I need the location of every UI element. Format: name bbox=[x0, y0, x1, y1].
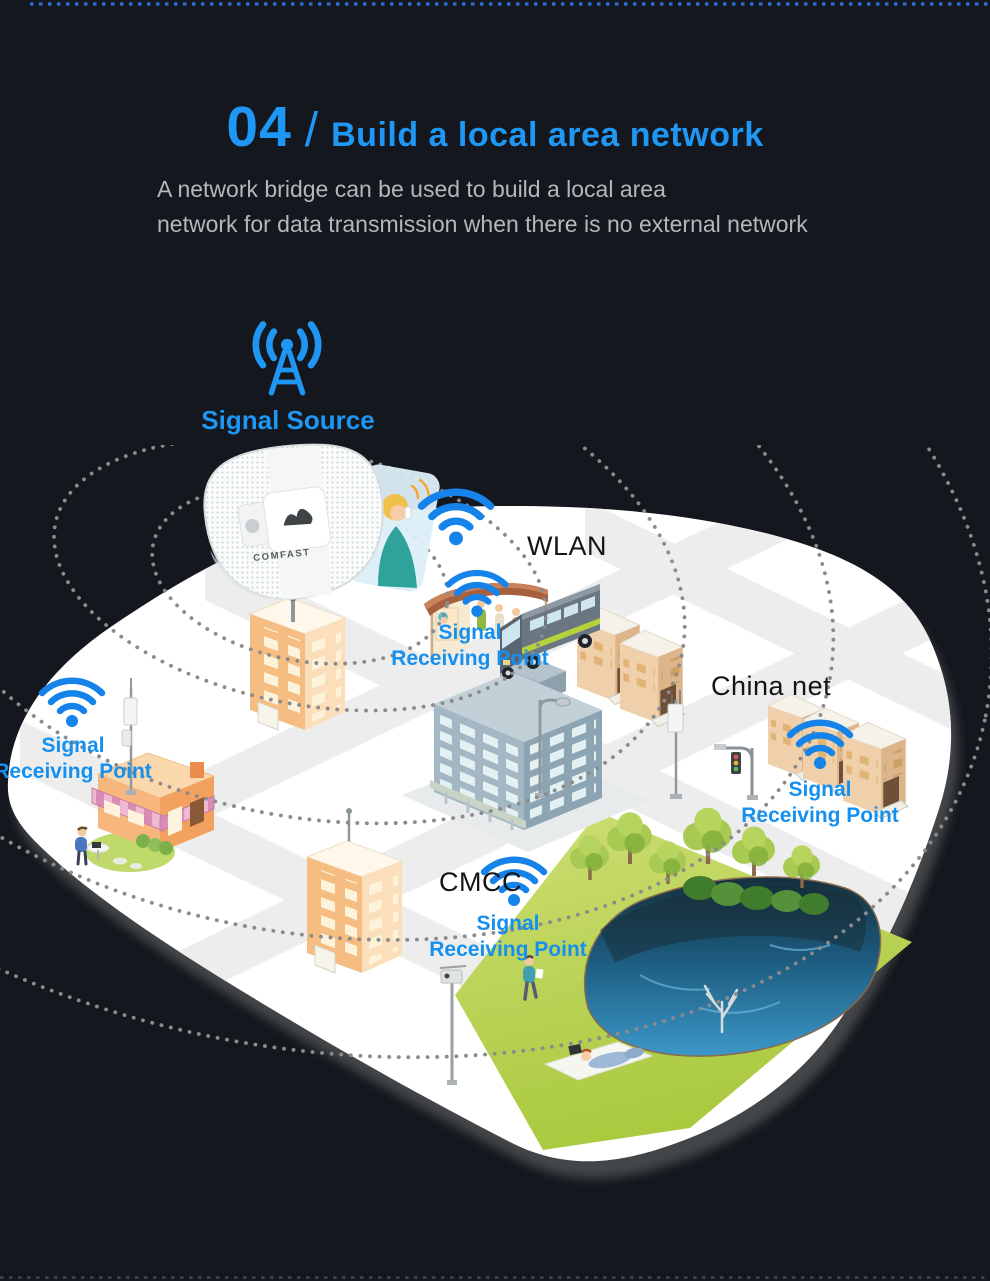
bush-row bbox=[683, 876, 829, 915]
dish-logo bbox=[283, 508, 313, 526]
receiving-point-line-1: Signal bbox=[476, 912, 540, 935]
coverage-arc bbox=[0, 445, 990, 1060]
shop-building bbox=[75, 752, 216, 872]
title-slash: / bbox=[304, 104, 319, 157]
bare-tree bbox=[703, 984, 739, 1034]
park bbox=[439, 808, 912, 1150]
receiving-point-line-2: Receiving Point bbox=[391, 647, 549, 670]
title-number: 04 bbox=[226, 95, 292, 159]
receiving-point-line-1: Signal bbox=[438, 621, 502, 644]
receiving-point-label-park: Signal Receiving Point bbox=[408, 911, 608, 963]
person-at-table bbox=[75, 826, 110, 866]
receiving-point-label-left: Signal Receiving Point bbox=[0, 733, 173, 785]
street-lamp bbox=[535, 697, 571, 798]
page-title: Build a local area network bbox=[331, 116, 764, 154]
page-subtitle: A network bridge can be used to build a … bbox=[157, 172, 808, 242]
cmcc-label: CMCC bbox=[439, 867, 522, 897]
broadcast-tower-icon bbox=[256, 324, 318, 392]
receiving-point-line-2: Receiving Point bbox=[741, 804, 899, 827]
traffic-light bbox=[714, 744, 758, 800]
road bbox=[585, 506, 952, 736]
receiving-point-label-right: Signal Receiving Point bbox=[720, 777, 920, 829]
person-lying bbox=[543, 1041, 654, 1081]
camera-pole bbox=[439, 965, 467, 1085]
page-header: 04 / Build a local area network bbox=[0, 94, 990, 160]
bus bbox=[500, 584, 600, 679]
coverage-arc bbox=[0, 445, 687, 826]
coverage-arc bbox=[150, 484, 450, 666]
receiving-point-line-1: Signal bbox=[41, 734, 105, 757]
office-building bbox=[402, 655, 650, 852]
receiving-point-line-1: Signal bbox=[788, 778, 852, 801]
lake-waves bbox=[639, 944, 831, 1014]
dish-device bbox=[203, 443, 384, 622]
receiving-point-label-bus: Signal Receiving Point bbox=[370, 620, 570, 672]
person-walking bbox=[523, 955, 544, 1001]
subtitle-line-1: A network bridge can be used to build a … bbox=[157, 176, 666, 202]
wlan-label: WLAN bbox=[527, 531, 608, 561]
receiving-point-line-2: Receiving Point bbox=[0, 760, 152, 783]
china-net-label: China net bbox=[711, 671, 832, 701]
signal-source-label: Signal Source bbox=[201, 405, 375, 435]
subtitle-line-2: network for data transmission when there… bbox=[157, 211, 808, 237]
antenna-pole-right bbox=[667, 690, 684, 799]
antenna-pole-left bbox=[121, 678, 138, 795]
receiving-point-line-2: Receiving Point bbox=[429, 938, 587, 961]
coverage-arc bbox=[0, 445, 836, 942]
